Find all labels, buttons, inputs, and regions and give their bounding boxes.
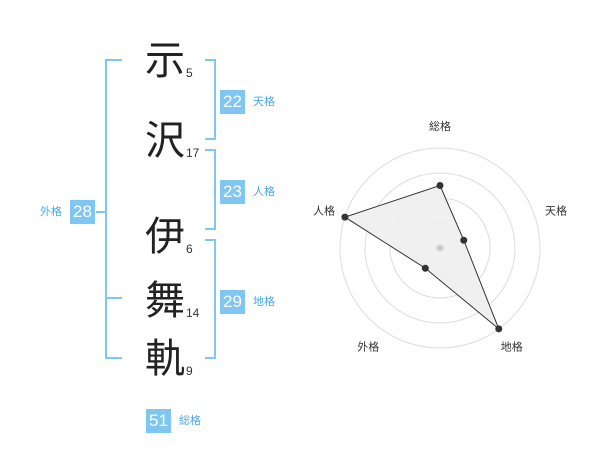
radar-axis-label-1: 総格 bbox=[429, 119, 451, 133]
name-char-3: 伊 bbox=[145, 214, 185, 260]
name-char-1: 示 bbox=[145, 38, 185, 84]
name-char-4: 舞 bbox=[145, 278, 185, 324]
tenkaku-label: 天格 bbox=[253, 95, 275, 108]
radar-point-3 bbox=[495, 325, 503, 333]
radar-axis-label-2: 天格 bbox=[545, 203, 567, 217]
gaikaku-label: 外格 bbox=[40, 205, 62, 218]
radar-axis-label-5: 人格 bbox=[313, 203, 335, 217]
stroke-count-2: 17 bbox=[186, 146, 200, 160]
radar-axis-label-4: 外格 bbox=[357, 340, 379, 354]
name-char-5: 軌 bbox=[145, 336, 185, 382]
jinkaku-bracket bbox=[205, 149, 216, 230]
gaikaku-bracket bbox=[105, 59, 122, 359]
radar-point-5 bbox=[341, 213, 349, 221]
radar-point-1 bbox=[436, 182, 444, 189]
radar-ring-3 bbox=[364, 172, 516, 324]
soukaku-label: 総格 bbox=[179, 414, 201, 427]
jinkaku-value: 23 bbox=[220, 180, 245, 204]
name-char-2: 沢 bbox=[145, 118, 185, 164]
radar-point-4 bbox=[421, 264, 429, 272]
jinkaku-label: 人格 bbox=[253, 185, 275, 198]
radar-series-area bbox=[343, 184, 500, 330]
tenkaku-bracket bbox=[205, 59, 216, 140]
tenkaku-value: 22 bbox=[220, 90, 245, 114]
stroke-count-4: 14 bbox=[186, 306, 200, 320]
radar-center-point bbox=[436, 244, 444, 252]
gaikaku-value: 28 bbox=[70, 200, 95, 224]
chikaku-bracket bbox=[205, 239, 216, 359]
radar-ring-4 bbox=[339, 147, 541, 349]
stroke-count-5: 9 bbox=[186, 364, 193, 378]
chikaku-value: 29 bbox=[220, 290, 245, 314]
soukaku-value: 51 bbox=[146, 409, 171, 433]
stroke-count-3: 6 bbox=[186, 242, 193, 256]
chikaku-label: 地格 bbox=[253, 295, 275, 308]
radar-point-2 bbox=[460, 236, 468, 244]
radar-axis-label-3: 地格 bbox=[501, 340, 523, 354]
stroke-count-1: 5 bbox=[186, 66, 193, 80]
